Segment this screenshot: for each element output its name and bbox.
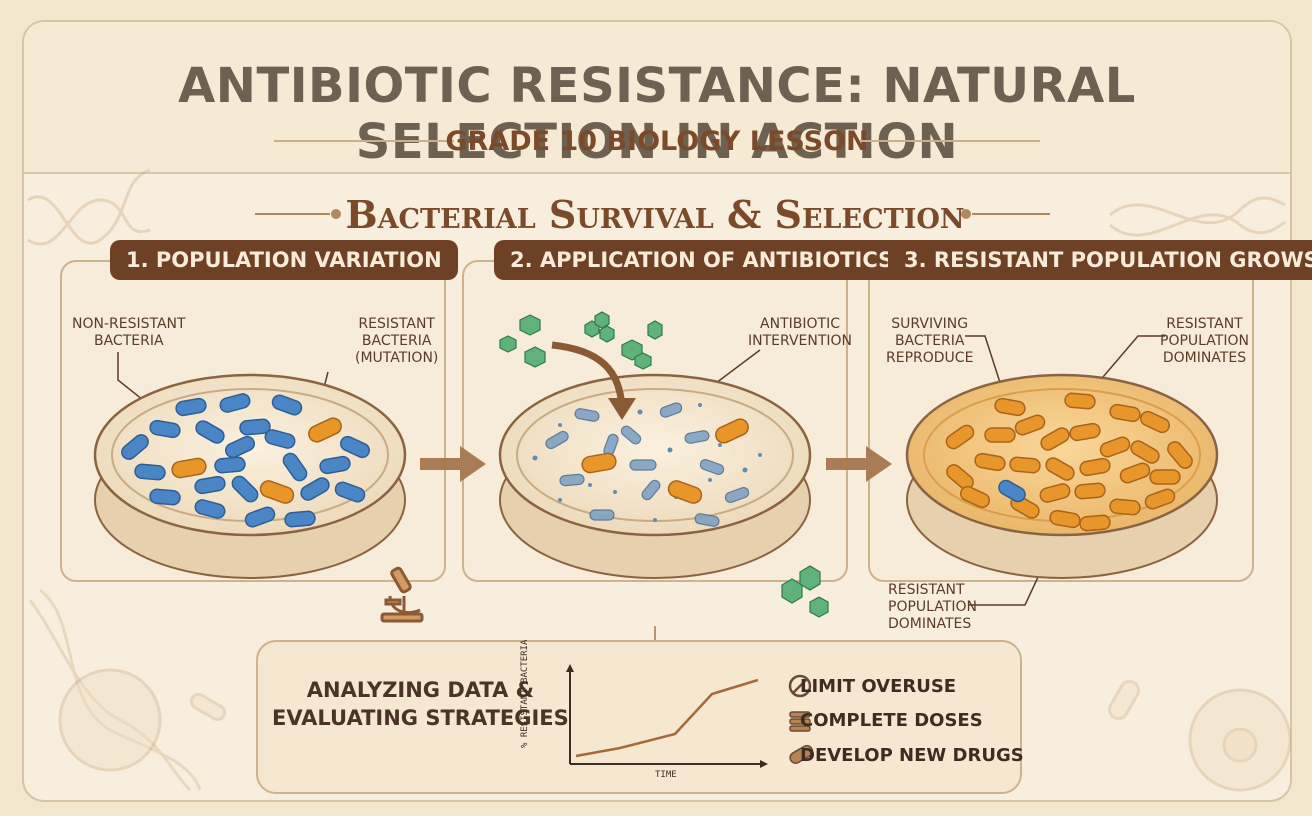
callout-resistant-dominates-top: RESISTANT POPULATION DOMINATES <box>1160 316 1249 366</box>
header: ANTIBIOTIC RESISTANCE: NATURAL SELECTION… <box>24 22 1290 174</box>
callout-resistant-dominates-bottom: RESISTANT POPULATION DOMINATES <box>888 582 977 632</box>
dna-helix-icon <box>27 168 151 246</box>
flourish-right <box>961 209 1050 219</box>
capsule-icon <box>789 744 814 764</box>
resistant-bacteria-group <box>171 417 342 504</box>
resistant-population-group <box>945 392 1193 532</box>
pill-stack-icon <box>789 711 811 732</box>
debris-group <box>532 403 762 522</box>
antibiotic-arrow <box>551 341 626 409</box>
analysis-box <box>256 640 1022 794</box>
strategy-complete-doses: COMPLETE DOSES <box>800 710 983 731</box>
step-1-label: 1. POPULATION VARIATION <box>110 240 458 280</box>
callout-non-resistant: NON-RESISTANT BACTERIA <box>72 316 186 349</box>
dna-helix-icon <box>28 588 202 792</box>
page-title: ANTIBIOTIC RESISTANCE: NATURAL SELECTION… <box>178 58 1136 170</box>
non-resistant-bacteria-group <box>121 393 371 528</box>
cell-icon <box>58 668 1292 792</box>
no-symbol-icon <box>788 674 812 698</box>
step-2-label: 2. APPLICATION OF ANTIBIOTICS <box>494 240 910 280</box>
arrow-step1-to-step2 <box>420 446 486 482</box>
remaining-non-resistant-bacterium <box>998 479 1026 503</box>
strategy-develop-new-drugs: DEVELOP NEW DRUGS <box>800 745 1024 766</box>
flourish-left <box>255 209 341 219</box>
analysis-heading: ANALYZING DATA & EVALUATING STRATEGIES <box>272 678 569 730</box>
section-title: Bacterial Survival & Selection <box>345 192 965 237</box>
antibiotic-molecules-group <box>499 311 829 618</box>
page-subtitle: GRADE 10 BIOLOGY LESSON <box>445 126 869 157</box>
surviving-resistant-bacteria <box>581 418 749 504</box>
callout-antibiotic-intervention: ANTIBIOTIC INTERVENTION <box>748 316 853 349</box>
dying-bacteria-group <box>545 402 750 527</box>
arrow-step2-to-step3 <box>826 446 892 482</box>
step-3-label: 3. RESISTANT POPULATION GROWS <box>888 240 1312 280</box>
chart-xlabel: TIME <box>655 770 677 780</box>
bacterium-icon <box>189 679 1140 721</box>
subtitle-divider-right <box>860 140 1040 142</box>
subtitle-divider-left <box>274 140 454 142</box>
dna-helix-icon <box>1109 196 1286 237</box>
resistance-trend-line <box>575 678 759 758</box>
strategy-limit-overuse: LIMIT OVERUSE <box>800 676 957 697</box>
antibiotic-arrow-head <box>608 398 636 420</box>
microscope-icon <box>380 566 424 623</box>
callout-resistant-mutation: RESISTANT BACTERIA (MUTATION) <box>355 316 439 366</box>
callout-surviving-reproduce: SURVIVING BACTERIA REPRODUCE <box>886 316 974 366</box>
